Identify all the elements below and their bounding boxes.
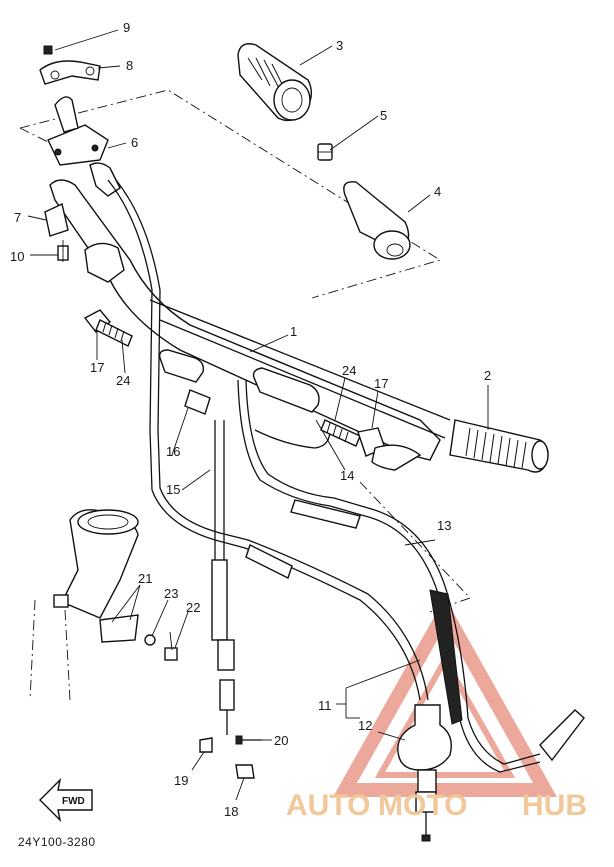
fwd-arrow-icon: FWD bbox=[39, 777, 93, 823]
clip-21 bbox=[53, 594, 139, 643]
assembly-outline-upper bbox=[19, 89, 442, 299]
choke-cable bbox=[211, 420, 235, 735]
pin-20 bbox=[235, 735, 262, 745]
callout-14: 14 bbox=[340, 468, 354, 483]
lever-bracket-7 bbox=[44, 202, 69, 237]
watermark-logo bbox=[333, 597, 557, 797]
screw-9 bbox=[43, 45, 53, 55]
callout-22: 22 bbox=[186, 600, 200, 615]
junction-box-12 bbox=[397, 704, 452, 842]
svg-text:AUTO: AUTO bbox=[286, 789, 370, 822]
callout-15: 15 bbox=[166, 482, 180, 497]
callout-9: 9 bbox=[123, 20, 130, 35]
throttle-cable bbox=[237, 379, 585, 773]
leader-lines bbox=[27, 29, 489, 801]
callout-17-left: 17 bbox=[90, 360, 104, 375]
screw-5 bbox=[317, 143, 333, 161]
bolt-10 bbox=[57, 240, 69, 262]
callout-18: 18 bbox=[224, 804, 238, 819]
holder-6 bbox=[47, 124, 109, 166]
watermark-text: AUTO MOTO HUB bbox=[286, 789, 587, 822]
callout-24-right: 24 bbox=[342, 363, 356, 378]
callout-10: 10 bbox=[10, 249, 24, 264]
svg-text:MOTO: MOTO bbox=[378, 789, 467, 822]
callout-5: 5 bbox=[380, 108, 387, 123]
callout-11: 11 bbox=[318, 698, 332, 713]
callout-19: 19 bbox=[174, 773, 188, 788]
callout-17-right: 17 bbox=[374, 376, 388, 391]
callout-4: 4 bbox=[434, 184, 441, 199]
callout-16: 16 bbox=[166, 444, 180, 459]
callout-2: 2 bbox=[484, 368, 491, 383]
callout-21: 21 bbox=[138, 571, 152, 586]
callout-24-left: 24 bbox=[116, 373, 130, 388]
callout-8: 8 bbox=[126, 58, 133, 73]
clutch-cable bbox=[107, 179, 429, 701]
left-switch-assembly bbox=[54, 96, 125, 283]
callout-6: 6 bbox=[131, 135, 138, 150]
callout-12: 12 bbox=[358, 718, 372, 733]
part-code: 24Y100-3280 bbox=[18, 835, 96, 849]
left-grip bbox=[237, 43, 313, 122]
bolt-22 bbox=[164, 631, 178, 661]
callout-3: 3 bbox=[336, 38, 343, 53]
callout-13: 13 bbox=[437, 518, 451, 533]
callout-20: 20 bbox=[274, 733, 288, 748]
callout-labels: 9 8 3 5 4 6 7 10 1 2 17 24 24 17 14 13 1… bbox=[10, 20, 491, 819]
fwd-label: FWD bbox=[62, 796, 85, 807]
fitting-18 bbox=[235, 764, 255, 779]
svg-text:HUB: HUB bbox=[522, 789, 587, 822]
intake-joint bbox=[61, 509, 139, 619]
callout-7: 7 bbox=[14, 210, 21, 225]
cable-adjuster-left bbox=[83, 309, 133, 347]
throttle-grip-tube bbox=[343, 181, 411, 260]
right-grip bbox=[449, 419, 549, 473]
washer-23 bbox=[144, 634, 156, 646]
clamp-8 bbox=[39, 60, 101, 85]
callout-1: 1 bbox=[290, 324, 297, 339]
nut-19 bbox=[199, 737, 213, 753]
callout-23: 23 bbox=[164, 586, 178, 601]
cable-adjuster-right bbox=[320, 419, 422, 471]
